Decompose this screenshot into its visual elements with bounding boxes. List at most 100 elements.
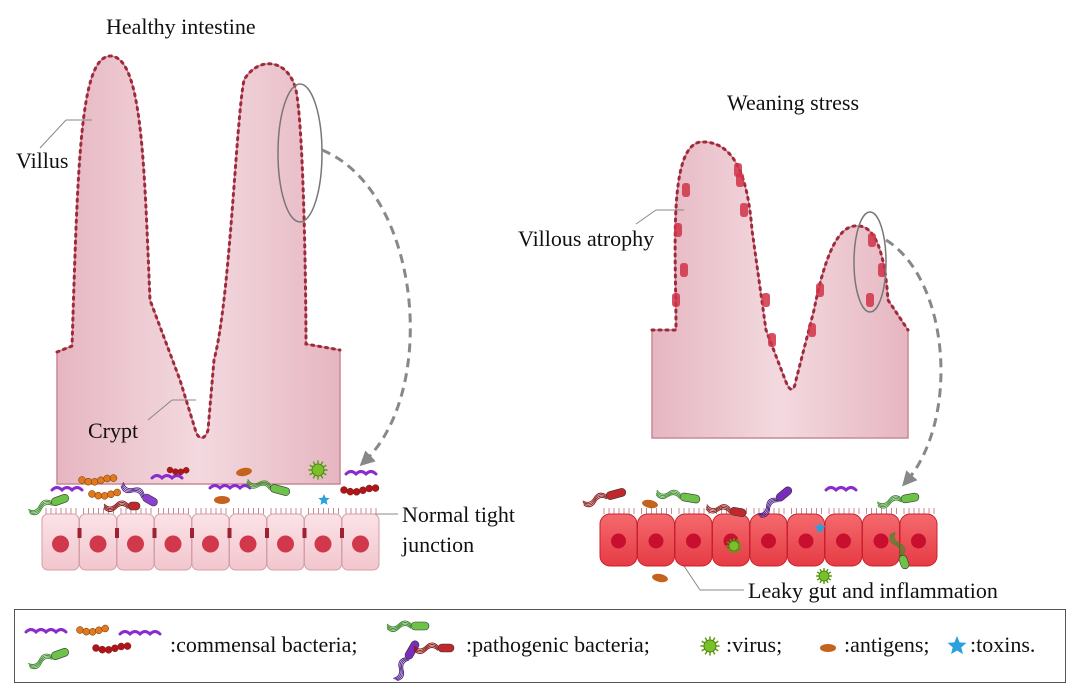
microvilli (903, 508, 935, 514)
virus-particle (726, 538, 742, 554)
flagellum (103, 505, 129, 512)
coccus (172, 468, 179, 475)
pathogenic-rod (655, 489, 701, 504)
stress-title: Weaning stress (727, 90, 860, 115)
flagellum (889, 533, 901, 557)
zoom-ellipse-healthy (277, 83, 323, 223)
coccus (371, 484, 380, 492)
inflamed-cell-row (599, 508, 938, 567)
coccus (88, 490, 96, 498)
virus-particle (308, 460, 328, 480)
flagellum (760, 501, 779, 518)
legend-antigen-icon (820, 644, 836, 652)
coccus (346, 487, 355, 496)
inflamed-patch (762, 293, 770, 307)
microvilli (195, 508, 227, 514)
inflamed-patch (680, 263, 688, 277)
flagellum (705, 507, 731, 512)
microvilli (45, 508, 77, 514)
tight-junction (227, 528, 232, 538)
legend-icons (24, 620, 967, 682)
zoom-arrow-stress (885, 238, 943, 487)
flagellum (890, 533, 903, 556)
microvilli (641, 508, 672, 514)
antigen (214, 496, 230, 504)
atrophy-leader (635, 209, 657, 225)
tight-junction (302, 528, 307, 538)
coccus-chain (340, 484, 380, 496)
bacterium-body (51, 493, 69, 507)
flagellum (706, 504, 731, 509)
legend-pathogenic-rod (393, 640, 420, 682)
coccus-chain (166, 466, 190, 476)
nucleus (52, 535, 69, 553)
junction-label-2: junction (402, 532, 475, 557)
coccus (166, 466, 174, 474)
coccus (107, 490, 115, 499)
nucleus (164, 535, 182, 553)
flagellum (413, 647, 439, 654)
healthy-cell-row (41, 508, 380, 571)
tight-junction (265, 528, 269, 538)
bacterium-body (269, 484, 291, 496)
flagellum (413, 644, 439, 651)
coccus (113, 488, 121, 497)
healthy-title: Healthy intestine (106, 14, 256, 39)
flagellum (121, 484, 144, 497)
flagellum (705, 508, 731, 514)
antigen (236, 467, 252, 477)
legend-commensal-chain (76, 624, 109, 636)
villus-leader (39, 119, 67, 149)
legend-pathogenic: :pathogenic bacteria; (466, 632, 650, 657)
flagellum (877, 499, 902, 509)
microvilli (866, 508, 897, 514)
flagellum (122, 483, 144, 496)
flagellum (758, 498, 777, 516)
legend-commensal: :commensal bacteria; (170, 632, 358, 657)
flagellum (246, 481, 271, 489)
flagellum (386, 620, 412, 628)
nucleus (836, 533, 851, 549)
flagellum (706, 505, 731, 511)
flagellum (29, 503, 53, 516)
inflamed-patch (768, 333, 776, 347)
healthy-microbes (28, 460, 380, 516)
flagellum (413, 645, 439, 653)
commensal-spiral (150, 474, 184, 481)
nucleus (314, 535, 332, 553)
coccus (177, 468, 185, 476)
pathogenic-rod (705, 504, 747, 517)
nucleus (89, 535, 107, 553)
flagellum (246, 480, 271, 488)
coccus (123, 642, 132, 650)
nucleus (277, 535, 294, 553)
inflamed-patch (878, 263, 886, 277)
legend-toxins: :toxins. (970, 632, 1036, 657)
coccus (340, 486, 348, 494)
nucleus (127, 535, 144, 553)
flagellum (656, 491, 681, 497)
flagellum (413, 642, 439, 650)
inflamed-patch (868, 233, 876, 247)
leaky-label: Leaky gut and inflammation (748, 578, 998, 603)
microvilli (308, 508, 339, 514)
inflamed-patch (674, 223, 682, 237)
inflamed-patch (672, 293, 680, 307)
microvilli (828, 508, 860, 514)
legend-commensal-spiral (118, 630, 162, 637)
coccus (90, 478, 99, 486)
legend-coccus-chain (92, 642, 132, 654)
commensal-rod (28, 493, 69, 516)
nucleus (202, 535, 219, 553)
coccus (103, 474, 111, 483)
stress-microbes (582, 486, 920, 584)
commensal-chain (88, 488, 121, 500)
stress-tissue (651, 141, 909, 439)
inflamed-patches (672, 163, 886, 347)
flagellum (757, 497, 776, 515)
nucleus (686, 533, 701, 549)
legend-box (14, 609, 1066, 683)
flagellum (29, 502, 53, 514)
healthy-epithelium-dots (55, 54, 342, 440)
